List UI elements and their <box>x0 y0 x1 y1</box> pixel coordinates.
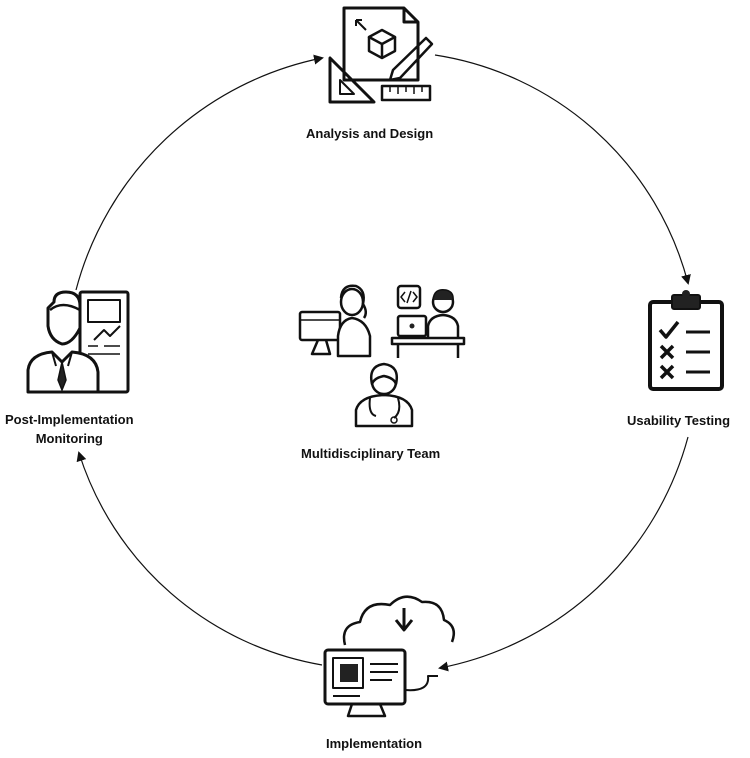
stage-label-usability-testing: Usability Testing <box>627 413 731 428</box>
arrow-testing-to-implementation <box>438 436 689 672</box>
center-label-team: Multidisciplinary Team <box>301 446 441 461</box>
cycle-arrows <box>75 54 691 672</box>
stage-label-post-implementation: Post-Implementation Monitoring <box>5 410 134 448</box>
team-icon <box>298 284 466 428</box>
arrow-design-to-testing <box>434 54 691 285</box>
cloud-computer-icon <box>323 595 455 718</box>
clipboard-checklist-icon <box>648 290 724 391</box>
arrow-monitoring-to-design <box>75 54 324 291</box>
stage-label-implementation: Implementation <box>326 736 423 751</box>
monitoring-person-icon <box>26 290 130 394</box>
stage-label-analysis-design: Analysis and Design <box>306 126 434 141</box>
arrow-implementation-to-monitoring <box>76 451 323 666</box>
blueprint-design-icon <box>328 6 434 104</box>
stage-label-post-implementation-line1: Post-Implementation <box>5 412 134 427</box>
stage-label-post-implementation-line2: Monitoring <box>35 431 103 446</box>
